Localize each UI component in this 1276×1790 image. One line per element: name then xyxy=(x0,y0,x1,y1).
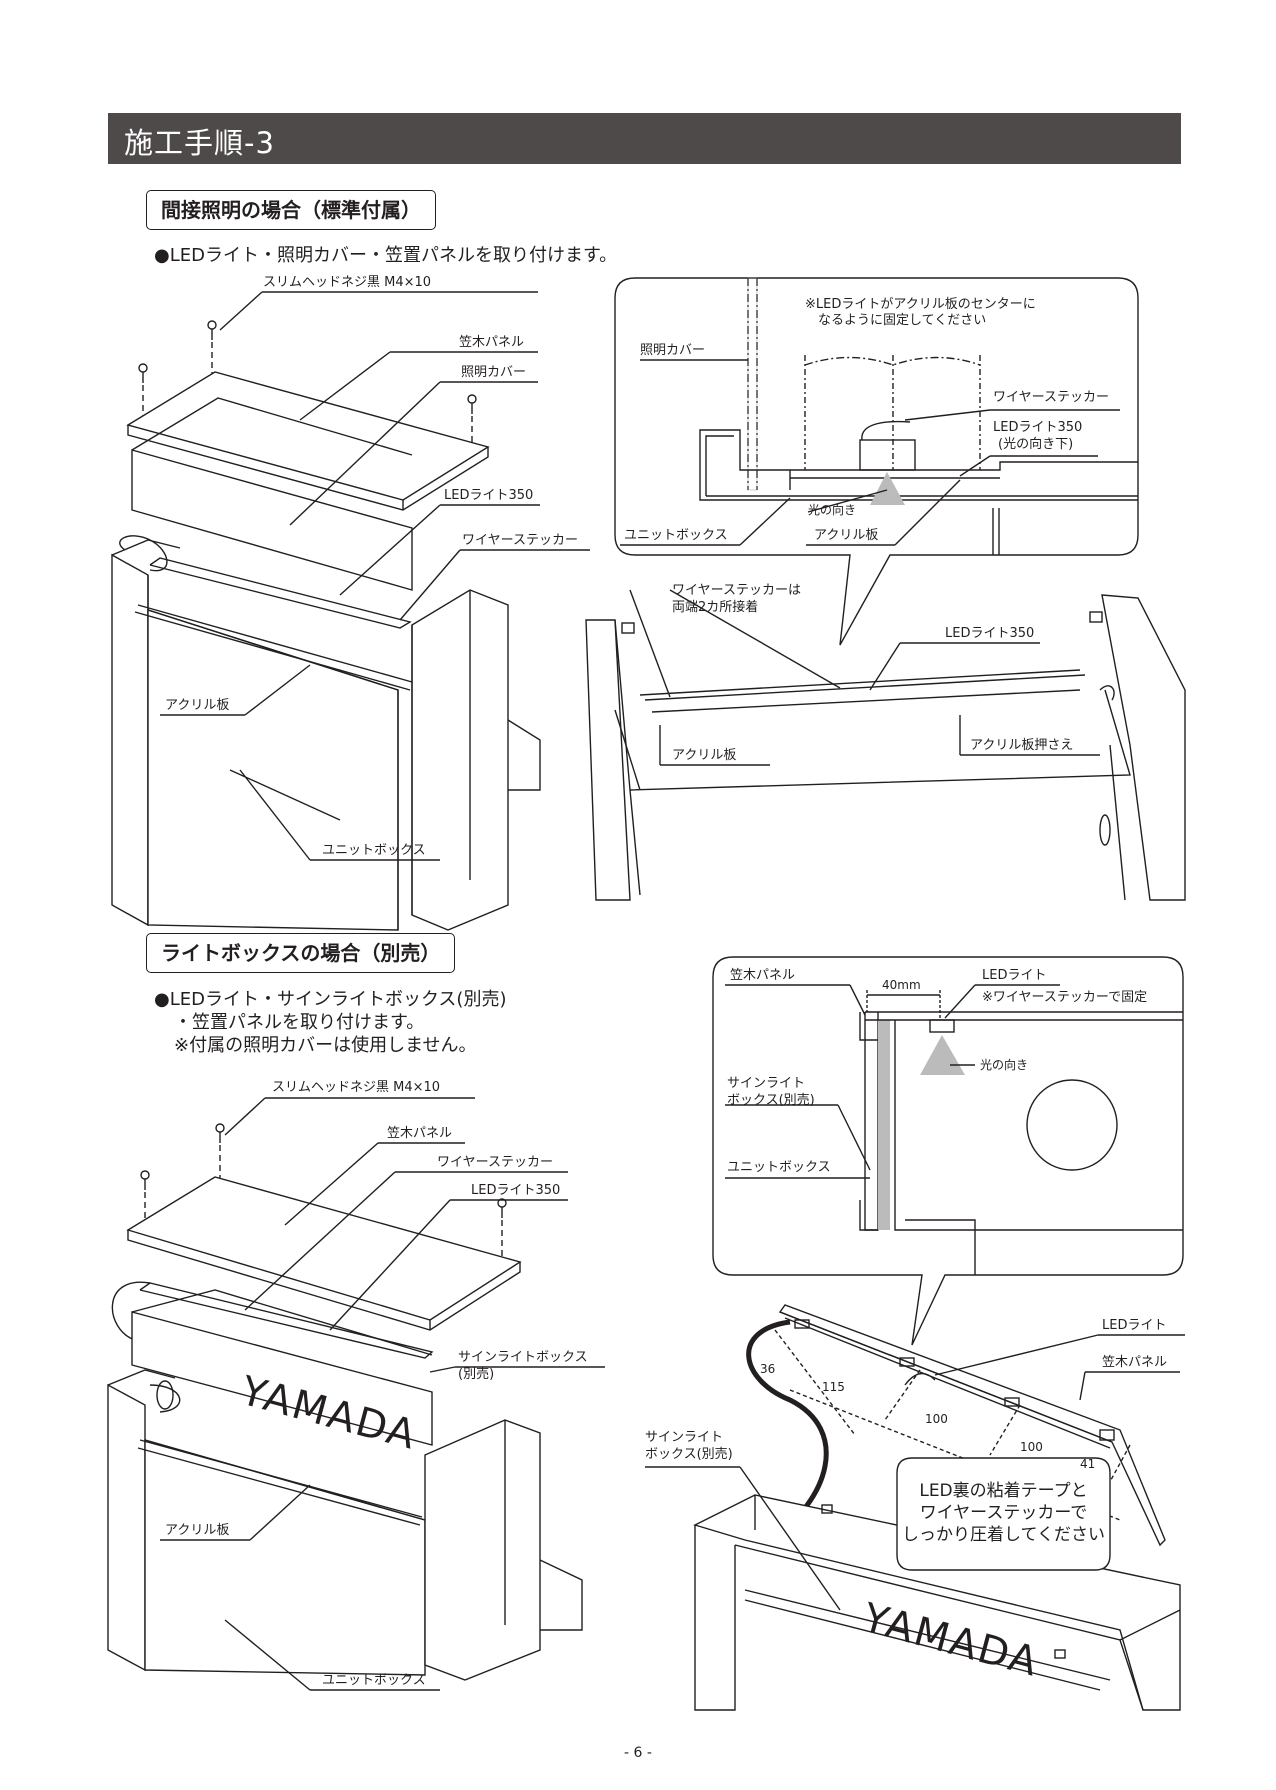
view2b-label-signbox-line2: ボックス(別売) xyxy=(645,1447,733,1462)
label2-signbox-line1: サインライトボックス xyxy=(458,1350,588,1365)
detail2-dim-40mm: 40mm xyxy=(882,978,921,992)
dim-36: 36 xyxy=(760,1362,776,1376)
detail-label-cover: 照明カバー xyxy=(640,343,706,358)
label2-unit-box: ユニットボックス xyxy=(322,1673,426,1688)
detail-note-line1: ※LEDライトがアクリル板のセンターに xyxy=(805,297,1036,312)
callout-line2: ワイヤーステッカーで xyxy=(919,1503,1088,1523)
label-kasagi-panel: 笠木パネル xyxy=(459,335,525,350)
dim-100b: 100 xyxy=(1020,1440,1043,1454)
detail2-label-led-note: ※ワイヤーステッカーで固定 xyxy=(982,990,1148,1005)
dim-41: 41 xyxy=(1080,1457,1096,1471)
view2-label-acrylic-holder: アクリル板押さえ xyxy=(970,738,1074,753)
section2-bullet-line1: ●LEDライト・サインライトボックス(別売) xyxy=(154,989,507,1010)
detail2-label-light-dir: 光の向き xyxy=(980,1058,1029,1072)
page-number: - 6 - xyxy=(624,1745,652,1761)
view2-wire-note-line2: 両端2カ所接着 xyxy=(672,600,759,615)
detail-label-led-line1: LEDライト350 xyxy=(993,420,1083,435)
label-wire-sticker: ワイヤーステッカー xyxy=(462,533,578,548)
view2b-label-led: LEDライト xyxy=(1102,1318,1167,1333)
label-led-light: LEDライト350 xyxy=(444,488,534,503)
section2-bullet-line3: ※付属の照明カバーは使用しません。 xyxy=(174,1035,477,1056)
detail-label-wire: ワイヤーステッカー xyxy=(993,390,1109,405)
view2-label-led: LEDライト350 xyxy=(945,626,1035,641)
section-header-bar: 施工手順-3 xyxy=(108,113,1181,164)
section2-heading: ライトボックスの場合（別売） xyxy=(146,933,456,973)
detail-label-unit-box: ユニットボックス xyxy=(624,528,728,543)
section2-bullet-line2: ・笠置パネルを取り付けます。 xyxy=(174,1012,425,1033)
label-acrylic-board: アクリル板 xyxy=(165,698,230,713)
detail2-label-kasagi: 笠木パネル xyxy=(730,968,796,983)
detail2-label-unit-box: ユニットボックス xyxy=(727,1160,831,1175)
view2b-label-signbox-line1: サインライト xyxy=(645,1430,724,1445)
label-lighting-cover: 照明カバー xyxy=(461,365,527,380)
label2-screw: スリムヘッドネジ黒 M4×10 xyxy=(272,1080,441,1095)
label2-led-light: LEDライト350 xyxy=(471,1183,561,1198)
detail-label-led-line2: (光の向き下) xyxy=(998,437,1074,452)
callout-line1: LED裏の粘着テープと xyxy=(919,1481,1088,1501)
callout-line3: しっかり圧着してください xyxy=(902,1525,1105,1545)
detail-label-acrylic: アクリル板 xyxy=(814,528,879,543)
detail-label-light-dir: 光の向き xyxy=(808,503,857,517)
view2b-label-kasagi: 笠木パネル xyxy=(1102,1355,1168,1370)
detail-note-line2: なるように固定してください xyxy=(818,313,987,328)
dim-100a: 100 xyxy=(925,1412,948,1426)
label-screw: スリムヘッドネジ黒 M4×10 xyxy=(263,275,432,290)
callout-note: LED裏の粘着テープと ワイヤーステッカーで しっかり圧着してください xyxy=(897,1480,1110,1546)
view2-wire-note-line1: ワイヤーステッカーは xyxy=(672,583,801,598)
view2-label-acrylic: アクリル板 xyxy=(672,748,737,763)
detail2-label-signbox-line1: サインライト xyxy=(727,1076,806,1091)
section1-bullet: ●LEDライト・照明カバー・笠置パネルを取り付けます。 xyxy=(154,245,618,266)
detail2-label-led: LEDライト xyxy=(982,968,1047,983)
dim-115: 115 xyxy=(822,1380,845,1394)
section1-heading: 間接照明の場合（標準付属） xyxy=(146,190,436,230)
label2-wire-sticker: ワイヤーステッカー xyxy=(437,1155,553,1170)
detail2-label-signbox-line2: ボックス(別売) xyxy=(727,1093,815,1108)
label2-acrylic-board: アクリル板 xyxy=(165,1523,230,1538)
label-unit-box: ユニットボックス xyxy=(322,843,426,858)
page-title: 施工手順-3 xyxy=(124,126,275,160)
label2-kasagi-panel: 笠木パネル xyxy=(387,1126,453,1141)
label2-signbox-line2: (別売) xyxy=(458,1367,495,1382)
